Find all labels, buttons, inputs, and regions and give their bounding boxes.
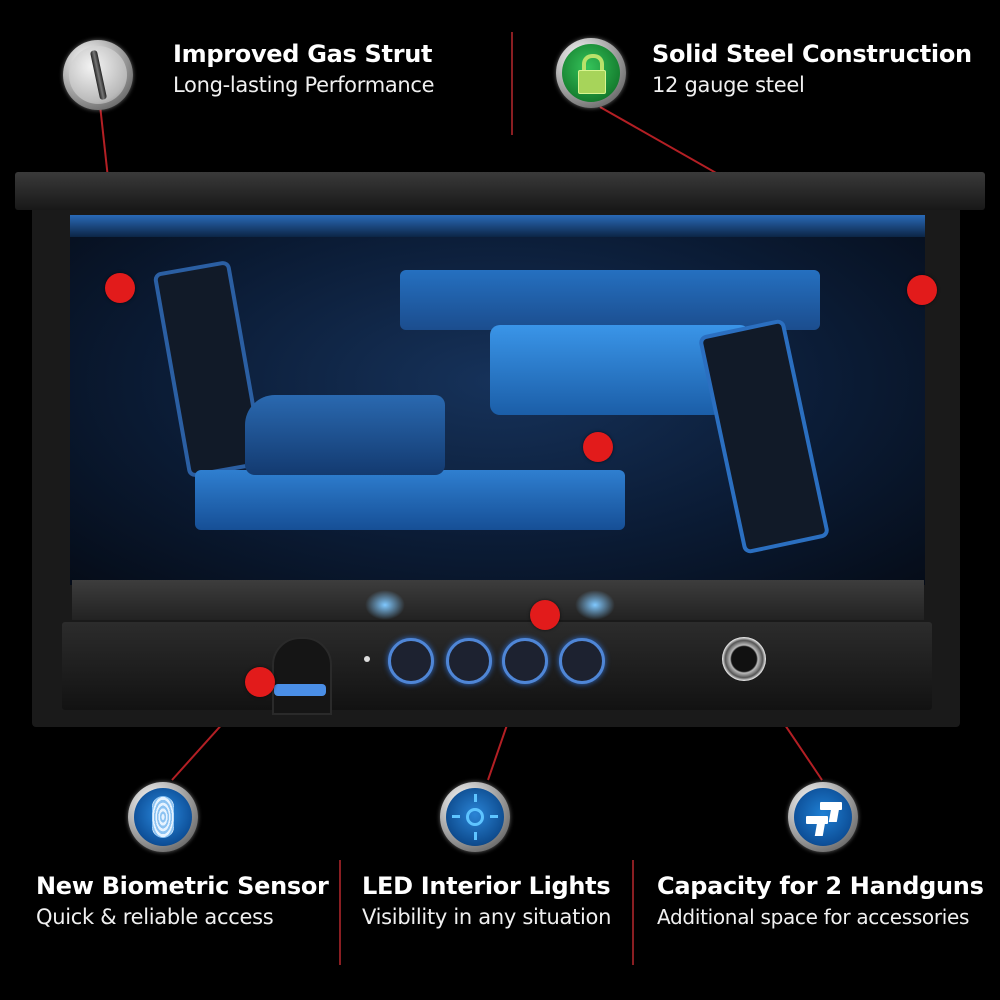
handguns-icon	[794, 788, 852, 846]
gun-right-grip	[697, 318, 831, 555]
gun-left-frame	[245, 395, 445, 475]
padlock-icon	[578, 54, 606, 94]
light-bulb-icon	[446, 788, 504, 846]
feature-subtitle-capacity: Additional space for accessories	[657, 905, 970, 929]
safe-front-panel	[62, 622, 932, 715]
biometric-scanner-strip	[274, 684, 326, 696]
safe-tray	[72, 580, 924, 620]
callout-dot-capacity	[583, 432, 613, 462]
steel-badge	[556, 38, 626, 108]
safe-lid	[15, 172, 985, 210]
keypad-button-1	[388, 638, 434, 684]
feature-title-capacity: Capacity for 2 Handguns	[657, 872, 984, 900]
feature-title-gas-strut: Improved Gas Strut	[173, 40, 433, 68]
divider-bottom-2	[632, 860, 634, 965]
status-led	[364, 656, 370, 662]
gun-right-slide	[400, 270, 820, 330]
led-badge	[440, 782, 510, 852]
biometric-reader	[272, 637, 332, 715]
led-glow-left	[365, 590, 405, 620]
divider-top	[511, 32, 513, 135]
feature-subtitle-led: Visibility in any situation	[362, 905, 612, 929]
led-glow-right	[575, 590, 615, 620]
feature-title-steel: Solid Steel Construction	[652, 40, 972, 68]
callout-dot-led	[530, 600, 560, 630]
callout-dot-gas-strut	[105, 273, 135, 303]
feature-subtitle-gas-strut: Long-lasting Performance	[173, 73, 435, 97]
keypad-button-2	[446, 638, 492, 684]
biometric-badge	[128, 782, 198, 852]
callout-dot-steel	[907, 275, 937, 305]
gas-strut-badge	[63, 40, 133, 110]
feature-subtitle-biometric: Quick & reliable access	[36, 905, 274, 929]
feature-subtitle-steel: 12 gauge steel	[652, 73, 805, 97]
gas-strut-icon	[89, 49, 108, 101]
feature-title-biometric: New Biometric Sensor	[36, 872, 329, 900]
safe-interior	[70, 215, 925, 585]
keypad-button-3	[502, 638, 548, 684]
key-lock	[722, 637, 766, 681]
divider-bottom-1	[339, 860, 341, 965]
callout-dot-biometric	[245, 667, 275, 697]
capacity-badge	[788, 782, 858, 852]
feature-title-led: LED Interior Lights	[362, 872, 611, 900]
fingerprint-icon	[152, 796, 174, 838]
gun-left-slide	[195, 470, 625, 530]
keypad-button-4	[559, 638, 605, 684]
